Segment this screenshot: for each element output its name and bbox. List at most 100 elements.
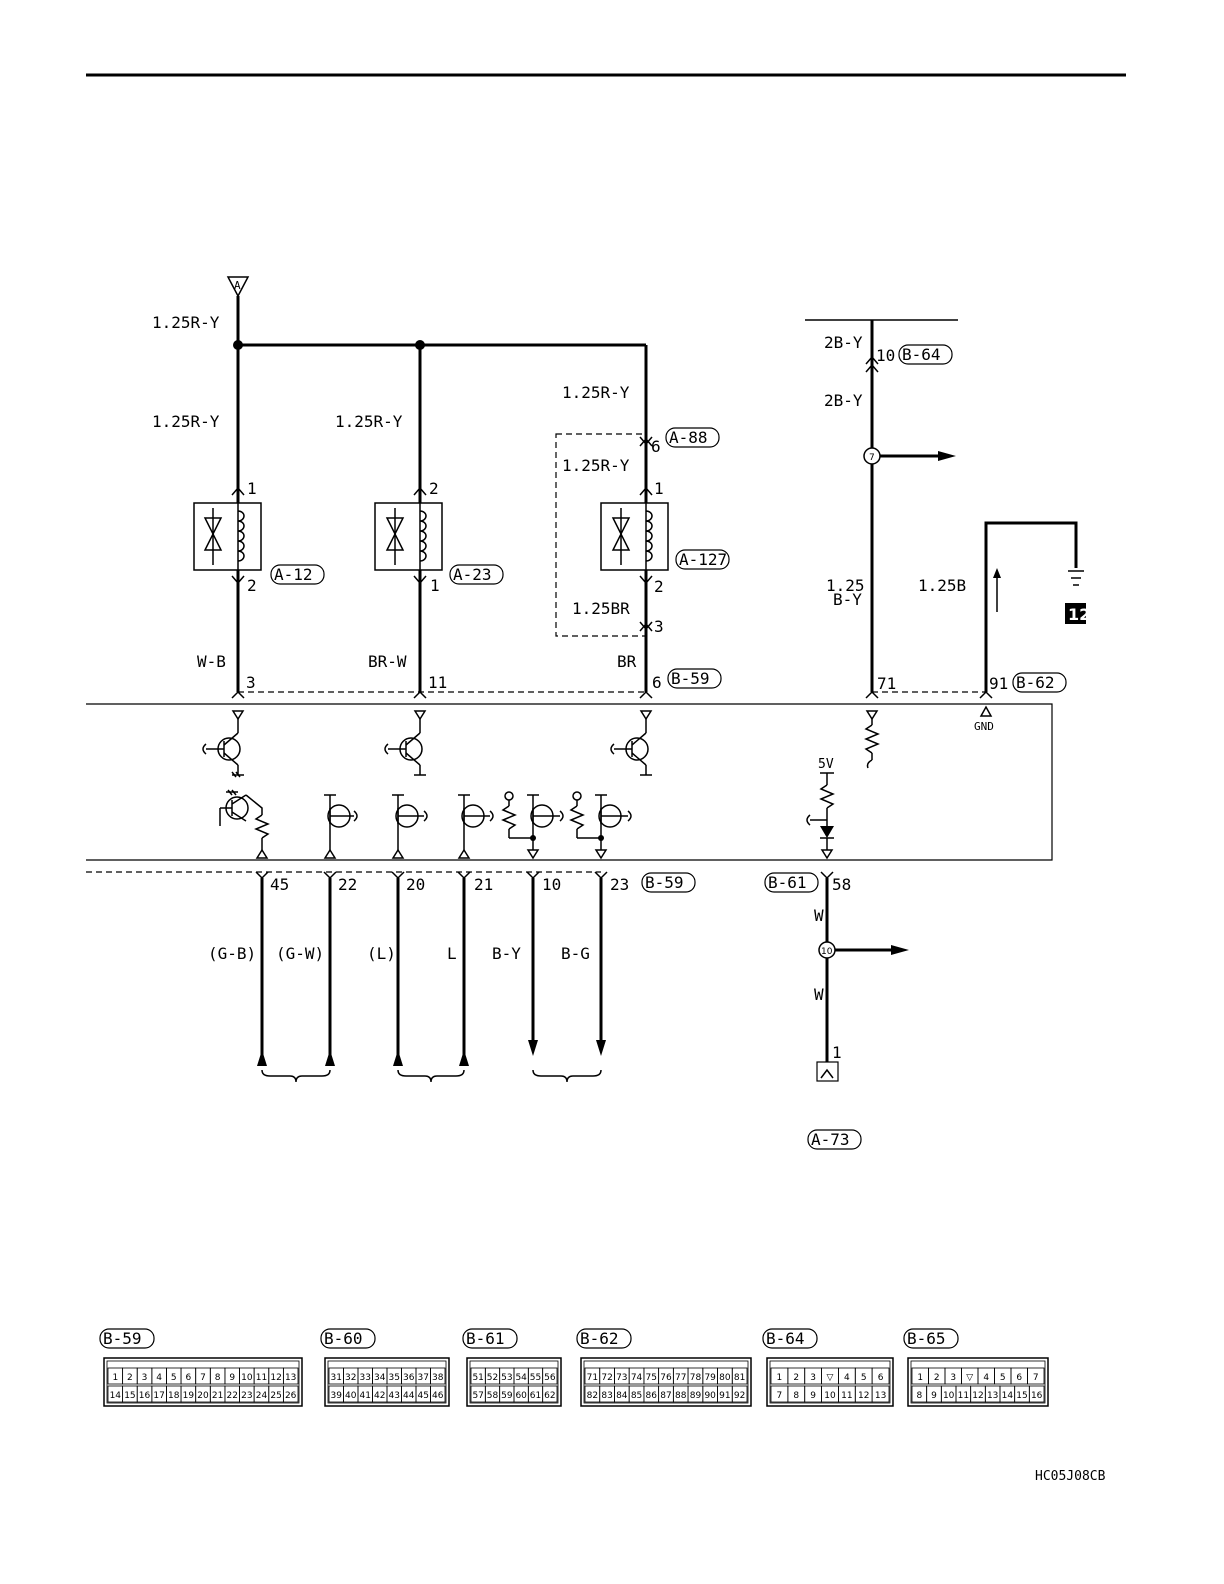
connector-pin-number: 10 (943, 1391, 955, 1401)
connector-pin-number: 36 (403, 1373, 415, 1383)
connector-pin-cell (871, 1385, 890, 1403)
pin-label: 1 (430, 576, 440, 595)
connector-tag (1012, 672, 1067, 693)
connector-tag (675, 549, 730, 570)
connector-pin-number: 21 (212, 1391, 223, 1401)
connector-tag (764, 872, 819, 893)
connector-pin-number: 92 (734, 1391, 745, 1401)
wire-label: W-B (197, 652, 226, 671)
connector-pin-number: 88 (675, 1391, 687, 1401)
connector-pin-number: 91 (719, 1391, 730, 1401)
connector-pin-number: 15 (124, 1391, 135, 1401)
pin-label: 6 (651, 437, 661, 456)
pin-label: 3 (654, 617, 664, 636)
wire-label: W (814, 906, 824, 925)
arrow-right (891, 945, 909, 955)
connector-pin-number: 5 (1000, 1373, 1006, 1383)
connector-pin-number: 56 (544, 1373, 556, 1383)
connector-pin-number: 9 (931, 1391, 937, 1401)
connector-pin-number: 5 (861, 1373, 867, 1383)
connector-pin-number: 75 (646, 1373, 657, 1383)
connector-pin-number: 3 (810, 1373, 816, 1383)
connector-view-label: B-65 (907, 1329, 946, 1348)
connector-pin-cell (542, 1367, 558, 1385)
connector-pin-number: 6 (186, 1373, 192, 1383)
connector-pin-number: 16 (139, 1391, 151, 1401)
connector-pin-number: 3 (142, 1373, 148, 1383)
connector-pin-number: 53 (501, 1373, 512, 1383)
wire-label: (G-W) (276, 944, 324, 963)
connector-pin-number: 5 (171, 1373, 177, 1383)
connector-pin-number: 81 (734, 1373, 745, 1383)
arrow-right (938, 451, 956, 461)
connector-pin-cell (282, 1367, 299, 1385)
connector-pin-number: 84 (616, 1391, 628, 1401)
connector-tag-label: B-62 (1016, 673, 1055, 692)
connector-pin-number: 6 (1016, 1373, 1022, 1383)
connector-pin-number: 26 (285, 1391, 297, 1401)
pin-label: 1 (832, 1043, 842, 1062)
connector-pin-number: 74 (631, 1373, 643, 1383)
pin-label: 11 (428, 673, 447, 692)
injector-box (193, 502, 262, 571)
connector-pin-number: 73 (616, 1373, 627, 1383)
connector-pin-number: 3 (950, 1373, 956, 1383)
connector-pin-number: 58 (487, 1391, 499, 1401)
arrow-up (257, 1050, 267, 1066)
group-brace (397, 1069, 465, 1083)
group-brace (532, 1069, 602, 1083)
junction-number: 7 (869, 453, 875, 463)
arrow-down (596, 1040, 606, 1056)
connector-pin-number: 35 (389, 1373, 400, 1383)
arrow-up (393, 1050, 403, 1066)
connector-tag (449, 564, 504, 585)
connector-pin-number: 4 (983, 1373, 989, 1383)
connector-pin-number: 1 (777, 1373, 783, 1383)
wire-label: 1.25B (918, 576, 966, 595)
wire-label: L (447, 944, 457, 963)
connector-view-tag (320, 1328, 376, 1349)
connector-pin-number: 8 (215, 1373, 221, 1383)
connector-pin-number: 10 (241, 1373, 253, 1383)
wire-label: B-G (561, 944, 590, 963)
connector-tag-label: A-88 (669, 428, 708, 447)
connector-face (907, 1357, 1049, 1407)
connector-pin-number: 11 (958, 1391, 969, 1401)
connector-tag-label: B-59 (645, 873, 684, 892)
pin-label: 1 (247, 479, 257, 498)
bottom-pin-label: 45 (270, 875, 289, 894)
pin-label: 10 (876, 346, 895, 365)
connector-face (466, 1357, 562, 1407)
connector-pin-number: 17 (153, 1391, 164, 1401)
wire-label: 1.25R-Y (152, 412, 220, 431)
connector-pin-number: 55 (530, 1373, 541, 1383)
pin-label: 1 (654, 479, 664, 498)
connector-tag (807, 1129, 862, 1150)
connector-pin-cell (542, 1385, 558, 1403)
connector-pin-number: 12 (858, 1391, 869, 1401)
junction-number: 10 (821, 947, 833, 957)
ground-number-box (1065, 603, 1086, 624)
connector-pin-number: 23 (241, 1391, 252, 1401)
connector-tag-label: A-23 (453, 565, 492, 584)
connector-pin-cell (871, 1367, 890, 1385)
splice-dot (415, 340, 425, 350)
connector-pin-cell (1027, 1367, 1045, 1385)
connector-view-tag (903, 1328, 959, 1349)
connector-pin-number: 1 (917, 1373, 923, 1383)
connector-view-label: B-59 (103, 1329, 142, 1348)
connector-pin-number: 1 (112, 1373, 118, 1383)
connector-view-tag (462, 1328, 518, 1349)
wire-label: BR-W (368, 652, 407, 671)
splice-dot (233, 340, 243, 350)
wire-label: BR (617, 652, 637, 671)
supply-terminal-marker (226, 276, 250, 298)
wire-label: 1.25BR (572, 599, 630, 618)
connector-tag-label: A-12 (274, 565, 313, 584)
wire-label: (G-B) (208, 944, 256, 963)
wire-label: 1.25 (826, 576, 865, 595)
wire-label: W (814, 985, 824, 1004)
connector-view-tag (762, 1328, 818, 1349)
connector-tag (270, 564, 325, 585)
